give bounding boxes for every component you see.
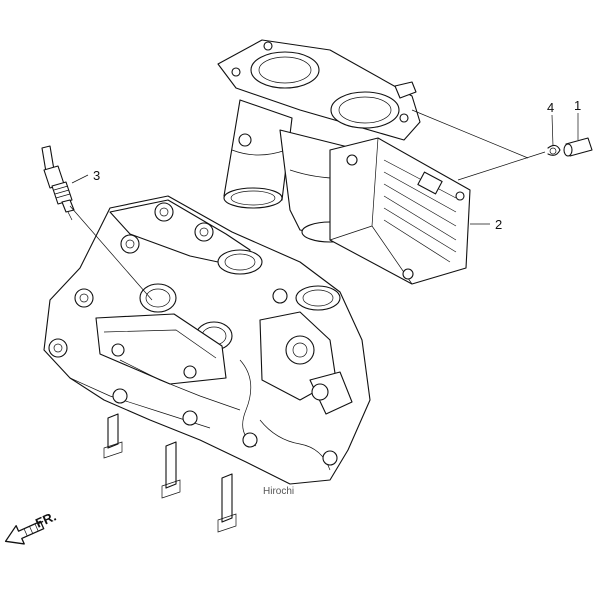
pin[interactable] — [563, 137, 593, 157]
callout-2: 2 — [495, 217, 502, 232]
throttle-body-assembly[interactable] — [217, 39, 471, 285]
watermark: Hirochi — [263, 486, 294, 497]
leader-lines — [69, 109, 579, 301]
callout-1: 1 — [574, 98, 581, 113]
clip[interactable] — [547, 144, 561, 156]
cylinder-head — [43, 195, 371, 533]
callout-4: 4 — [547, 100, 554, 115]
head-stud — [217, 473, 237, 533]
front-direction-indicator: FR. — [4, 509, 58, 545]
front-label: FR. — [33, 509, 58, 531]
callout-3: 3 — [93, 168, 100, 183]
spark-plug[interactable] — [41, 145, 75, 221]
head-stud — [103, 413, 123, 459]
head-stud — [161, 441, 181, 499]
front-arrow-icon — [4, 520, 45, 545]
